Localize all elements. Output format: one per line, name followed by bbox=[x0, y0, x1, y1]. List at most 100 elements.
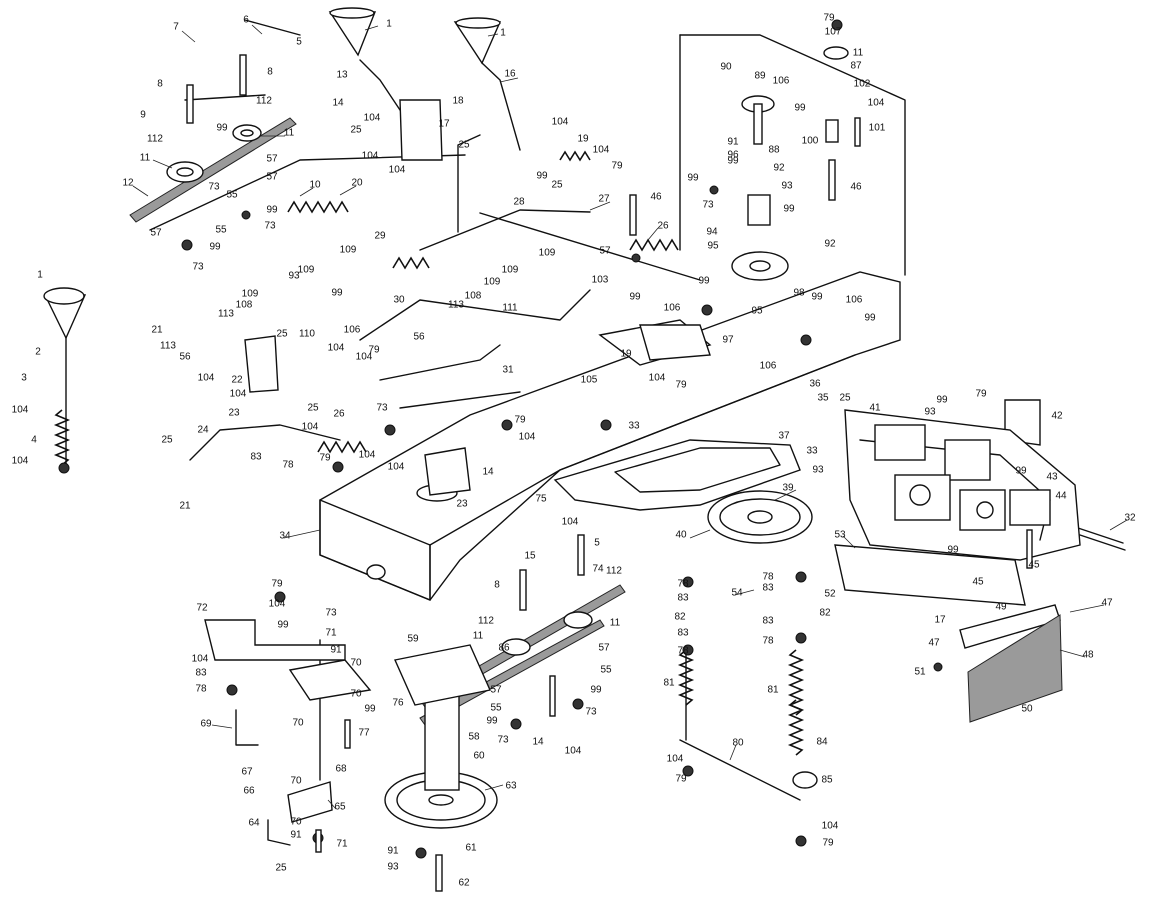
part-number-label: 41 bbox=[869, 403, 881, 414]
part-number-label: 56 bbox=[179, 352, 191, 363]
part-number-label: 99 bbox=[209, 242, 221, 253]
part-number-label: 50 bbox=[1021, 704, 1033, 715]
part-number-label: 99 bbox=[216, 123, 228, 134]
part-number-label: 14 bbox=[482, 467, 494, 478]
part-number-label: 109 bbox=[539, 248, 556, 259]
part-number-label: 25 bbox=[275, 863, 287, 874]
part-number-label: 70 bbox=[350, 658, 362, 669]
part-number-label: 104 bbox=[667, 754, 684, 765]
part-number-label: 93 bbox=[387, 862, 399, 873]
part-number-label: 86 bbox=[498, 643, 510, 654]
part-number-label: 99 bbox=[727, 156, 739, 167]
part-number-label: 27 bbox=[598, 194, 610, 205]
part-number-label: 104 bbox=[269, 599, 286, 610]
part-number-label: 99 bbox=[536, 171, 548, 182]
part-number-label: 8 bbox=[157, 79, 163, 90]
part-number-label: 104 bbox=[356, 352, 373, 363]
part-number-label: 35 bbox=[817, 393, 829, 404]
part-number-label: 57 bbox=[490, 685, 502, 696]
part-number-label: 28 bbox=[513, 197, 525, 208]
part-number-label: 97 bbox=[722, 335, 734, 346]
part-number-label: 22 bbox=[231, 375, 243, 386]
part-number-label: 1 bbox=[37, 270, 43, 281]
part-number-label: 109 bbox=[484, 277, 501, 288]
part-number-label: 78 bbox=[195, 684, 207, 695]
part-number-label: 55 bbox=[226, 190, 238, 201]
part-number-label: 103 bbox=[592, 275, 609, 286]
part-number-label: 104 bbox=[649, 373, 666, 384]
part-number-label: 71 bbox=[336, 839, 348, 850]
part-number-label: 99 bbox=[687, 173, 699, 184]
part-number-label: 104 bbox=[565, 746, 582, 757]
part-number-label: 79 bbox=[611, 161, 623, 172]
part-number-label: 70 bbox=[350, 689, 362, 700]
part-number-label: 104 bbox=[359, 450, 376, 461]
part-number-label: 42 bbox=[1051, 411, 1063, 422]
part-number-label: 47 bbox=[928, 638, 940, 649]
part-number-label: 11 bbox=[853, 48, 864, 59]
part-number-label: 104 bbox=[388, 462, 405, 473]
part-number-label: 79 bbox=[319, 453, 331, 464]
part-number-label: 99 bbox=[486, 716, 498, 727]
part-number-label: 104 bbox=[12, 456, 29, 467]
part-number-label: 79 bbox=[975, 389, 987, 400]
part-number-label: 87 bbox=[850, 61, 862, 72]
part-number-label: 70 bbox=[292, 718, 304, 729]
part-number-label: 93 bbox=[924, 407, 936, 418]
part-number-label: 45 bbox=[1028, 560, 1040, 571]
part-number-label: 20 bbox=[351, 178, 363, 189]
part-number-label: 83 bbox=[677, 593, 689, 604]
part-number-label: 95 bbox=[751, 306, 763, 317]
part-number-label: 6 bbox=[243, 15, 249, 26]
part-number-label: 46 bbox=[850, 182, 862, 193]
part-number-label: 99 bbox=[794, 103, 806, 114]
part-number-label: 57 bbox=[266, 154, 278, 165]
part-number-label: 91 bbox=[290, 830, 302, 841]
part-number-label: 104 bbox=[562, 517, 579, 528]
part-number-label: 108 bbox=[465, 291, 482, 302]
part-number-label: 65 bbox=[334, 802, 346, 813]
part-number-label: 99 bbox=[1015, 466, 1027, 477]
part-number-label: 54 bbox=[731, 588, 743, 599]
part-number-label: 59 bbox=[407, 634, 419, 645]
part-number-label: 100 bbox=[802, 136, 819, 147]
part-number-label: 25 bbox=[307, 403, 319, 414]
part-number-label: 45 bbox=[972, 577, 984, 588]
part-number-label: 11 bbox=[140, 153, 151, 164]
part-number-label: 1 bbox=[500, 28, 506, 39]
part-number-label: 78 bbox=[677, 646, 689, 657]
part-number-label: 83 bbox=[195, 668, 207, 679]
part-number-label: 25 bbox=[161, 435, 173, 446]
part-number-label: 104 bbox=[12, 405, 29, 416]
part-number-label: 99 bbox=[811, 292, 823, 303]
part-number-label: 94 bbox=[706, 227, 718, 238]
part-number-label: 11 bbox=[610, 618, 621, 629]
part-number-label: 109 bbox=[502, 265, 519, 276]
part-number-label: 8 bbox=[267, 67, 273, 78]
part-number-label: 89 bbox=[754, 71, 766, 82]
part-number-label: 78 bbox=[762, 636, 774, 647]
part-number-label: 99 bbox=[698, 276, 710, 287]
part-number-label: 93 bbox=[288, 271, 300, 282]
part-number-label: 109 bbox=[242, 289, 259, 300]
part-number-label: 104 bbox=[389, 165, 406, 176]
part-number-label: 25 bbox=[458, 140, 470, 151]
part-number-label: 99 bbox=[629, 292, 641, 303]
part-number-label: 92 bbox=[824, 239, 836, 250]
part-number-label: 47 bbox=[1101, 598, 1113, 609]
part-number-label: 39 bbox=[782, 483, 794, 494]
part-number-label: 73 bbox=[497, 735, 509, 746]
part-number-label: 63 bbox=[505, 781, 517, 792]
part-number-label: 107 bbox=[825, 27, 842, 38]
shield-plate bbox=[959, 604, 1063, 723]
part-number-label: 69 bbox=[200, 719, 212, 730]
part-number-label: 26 bbox=[333, 409, 345, 420]
part-number-label: 79 bbox=[368, 345, 380, 356]
part-number-label: 104 bbox=[552, 117, 569, 128]
part-number-label: 110 bbox=[299, 329, 315, 340]
part-number-label: 84 bbox=[816, 737, 828, 748]
part-number-label: 104 bbox=[362, 151, 379, 162]
part-number-label: 11 bbox=[473, 631, 484, 642]
part-number-label: 73 bbox=[264, 221, 276, 232]
part-number-label: 82 bbox=[819, 608, 831, 619]
